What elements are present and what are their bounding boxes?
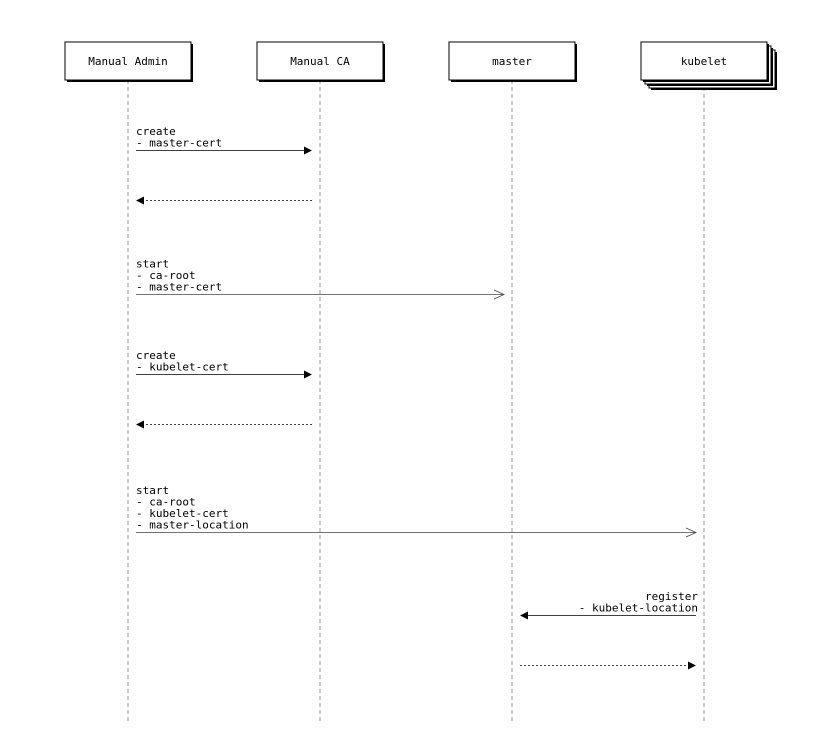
message-label: - master-cert (136, 137, 222, 150)
message-5 (136, 420, 312, 429)
open-arrowhead (685, 527, 697, 538)
actor-admin: Manual Admin (64, 41, 193, 82)
message-7: register- kubelet-location (520, 590, 698, 620)
message-6: start- ca-root- kubelet-cert- master-loc… (136, 484, 697, 538)
message-2 (136, 196, 312, 205)
actor-ca: Manual CA (256, 41, 385, 82)
actors: Manual Admin Manual CA master kubelet (64, 41, 777, 90)
actor-box (448, 41, 576, 81)
filled-arrowhead (688, 661, 696, 670)
filled-arrowhead (520, 611, 528, 620)
message-label: - kubelet-cert (136, 507, 229, 520)
message-label: start (136, 258, 169, 271)
message-8 (520, 661, 696, 670)
message-label: start (136, 484, 169, 497)
actor-label: master (492, 55, 532, 68)
actor-master: master (448, 41, 577, 82)
message-label: - master-cert (136, 281, 222, 294)
actor-label: Manual Admin (88, 55, 167, 68)
lifelines (127, 80, 705, 724)
filled-arrowhead (304, 370, 312, 379)
actor-label: Manual CA (290, 55, 350, 68)
message-label: - kubelet-cert (136, 361, 229, 374)
open-arrowhead (493, 289, 505, 300)
actor-kubelet: kubelet (640, 41, 777, 90)
message-3: start- ca-root- master-cert (136, 258, 505, 300)
actor-box (640, 41, 768, 81)
filled-arrowhead (136, 196, 144, 205)
message-label: - ca-root (136, 496, 196, 509)
message-1: create- master-cert (136, 125, 312, 155)
message-label: - master-location (136, 519, 249, 532)
message-label: register (645, 590, 698, 603)
message-label: create (136, 125, 176, 138)
filled-arrowhead (136, 420, 144, 429)
message-label: - ca-root (136, 269, 196, 282)
message-4: create- kubelet-cert (136, 349, 312, 379)
message-label: create (136, 349, 176, 362)
filled-arrowhead (304, 146, 312, 155)
actor-box (64, 41, 192, 81)
actor-box (256, 41, 384, 81)
message-label: - kubelet-location (579, 602, 698, 615)
actor-label: kubelet (681, 55, 727, 68)
